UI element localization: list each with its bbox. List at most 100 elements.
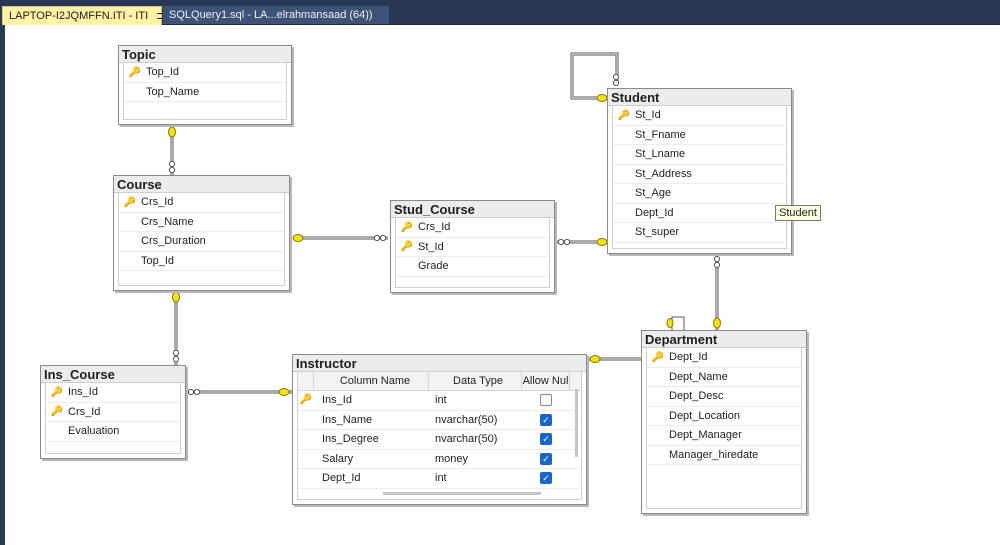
column-row[interactable]: St_Address bbox=[613, 165, 786, 184]
column-name: Dept_Location bbox=[669, 409, 740, 422]
column-row[interactable]: 🔑Ins_Id bbox=[46, 383, 180, 403]
column-row[interactable]: 🔑Top_Id bbox=[124, 63, 286, 83]
key-icon: 🔑 bbox=[50, 406, 64, 418]
table-department[interactable]: Department 🔑Dept_Id Dept_Name Dept_Desc … bbox=[641, 330, 807, 514]
column-row[interactable]: Dept_Id bbox=[613, 204, 786, 223]
tab-sql-query[interactable]: SQLQuery1.sql - LA...elrahmansaad (64)) bbox=[163, 6, 389, 24]
column-name: St_Address bbox=[635, 167, 692, 180]
key-icon: 🔑 bbox=[651, 351, 665, 363]
column-name: St_Age bbox=[635, 187, 672, 200]
key-icon: 🔑 bbox=[299, 394, 313, 406]
column-row[interactable]: St_Fname bbox=[613, 126, 786, 145]
allow-null-checkbox[interactable]: ✓ bbox=[540, 472, 552, 485]
column-name: Evaluation bbox=[68, 425, 120, 438]
column-type[interactable]: int bbox=[435, 472, 447, 485]
key-icon: 🔑 bbox=[128, 66, 142, 78]
table-title[interactable]: Ins_Course bbox=[41, 366, 185, 383]
column-row[interactable]: St_Age bbox=[613, 184, 786, 204]
key-end-icon bbox=[168, 126, 176, 138]
relationship-lines bbox=[168, 52, 721, 396]
table-student[interactable]: Student 🔑St_Id St_Fname St_Lname St_Addr… bbox=[607, 88, 792, 254]
column-name[interactable]: Salary bbox=[322, 452, 354, 465]
tab-diagram-label: LAPTOP-I2JQMFFN.ITI - ITI bbox=[9, 10, 149, 22]
grid-row[interactable]: Dept_Id int ✓ bbox=[298, 469, 581, 489]
column-row[interactable]: Dept_Location bbox=[647, 407, 801, 426]
column-name[interactable]: Ins_Id bbox=[322, 394, 352, 407]
column-row[interactable]: 🔑 Crs_Id bbox=[396, 218, 549, 238]
column-name[interactable]: Ins_Name bbox=[322, 413, 373, 426]
table-columns: 🔑 Crs_Id 🔑St_Id Grade bbox=[395, 217, 550, 288]
column-row[interactable]: Top_Name bbox=[124, 83, 286, 102]
column-type[interactable]: int bbox=[435, 394, 447, 407]
header-column-name[interactable]: Column Name bbox=[314, 372, 429, 390]
column-name: Top_Id bbox=[141, 254, 175, 267]
column-type[interactable]: nvarchar(50) bbox=[435, 413, 498, 426]
grid-row[interactable]: Ins_Degree nvarchar(50) ✓ bbox=[298, 430, 581, 450]
column-row[interactable]: St_Lname bbox=[613, 145, 786, 165]
column-row[interactable]: Evaluation bbox=[46, 422, 180, 442]
table-title[interactable]: Student bbox=[608, 89, 791, 106]
column-row[interactable]: 🔑 Crs_Id bbox=[46, 403, 180, 422]
column-name[interactable]: Ins_Degree bbox=[322, 433, 379, 446]
grid-header: Column Name Data Type Allow Nul bbox=[298, 372, 581, 391]
tab-diagram[interactable]: LAPTOP-I2JQMFFN.ITI - ITI ⊐ ✕ bbox=[2, 6, 182, 25]
vertical-scrollbar[interactable] bbox=[575, 389, 578, 457]
column-row[interactable]: Top_Id bbox=[119, 252, 284, 271]
key-icon: 🔑 bbox=[400, 221, 414, 233]
column-row[interactable]: Crs_Name bbox=[119, 213, 284, 232]
column-row[interactable]: Crs_Duration bbox=[119, 232, 284, 252]
column-row[interactable]: Dept_Name bbox=[647, 368, 801, 387]
column-name: Crs_Id bbox=[418, 221, 451, 234]
table-title[interactable]: Instructor bbox=[293, 355, 586, 372]
table-course[interactable]: Course 🔑Crs_Id Crs_Name Crs_Duration Top… bbox=[113, 175, 290, 291]
table-columns: 🔑Top_Id Top_Name bbox=[123, 62, 287, 120]
column-row[interactable]: 🔑St_Id bbox=[613, 106, 786, 126]
grid-row[interactable]: 🔑 Ins_Id int bbox=[298, 391, 581, 411]
allow-null-checkbox[interactable]: ✓ bbox=[540, 413, 552, 426]
table-stud-course[interactable]: Stud_Course 🔑 Crs_Id 🔑St_Id Grade bbox=[390, 200, 555, 293]
relationship-student-self[interactable] bbox=[572, 54, 617, 98]
column-name: Crs_Id bbox=[68, 405, 101, 418]
table-columns: 🔑St_Id St_Fname St_Lname St_Address St_A… bbox=[612, 105, 787, 249]
table-ins-course[interactable]: Ins_Course 🔑Ins_Id 🔑 Crs_Id Evaluation bbox=[40, 365, 186, 459]
table-title[interactable]: Topic bbox=[119, 46, 291, 63]
table-title[interactable]: Course bbox=[114, 176, 289, 193]
diagram-canvas[interactable]: Topic 🔑Top_Id Top_Name Course 🔑Crs_Id Cr… bbox=[5, 25, 1000, 545]
allow-null-checkbox[interactable]: ✓ bbox=[540, 433, 552, 446]
column-name: Manager_hiredate bbox=[669, 448, 759, 461]
column-row[interactable]: 🔑Dept_Id bbox=[647, 348, 801, 368]
key-icon: 🔑 bbox=[400, 241, 414, 253]
column-row[interactable]: Dept_Desc bbox=[647, 387, 801, 407]
tab-sql-query-label: SQLQuery1.sql - LA...elrahmansaad (64)) bbox=[169, 9, 373, 21]
column-row[interactable]: Dept_Manager bbox=[647, 426, 801, 446]
pin-icon[interactable]: ⊐ bbox=[156, 10, 165, 22]
header-data-type[interactable]: Data Type bbox=[429, 372, 522, 390]
table-columns: 🔑Crs_Id Crs_Name Crs_Duration Top_Id bbox=[118, 192, 285, 286]
key-icon: 🔑 bbox=[123, 196, 137, 208]
column-row[interactable]: St_super bbox=[613, 223, 786, 243]
column-name: Dept_Desc bbox=[669, 390, 724, 403]
column-name: Dept_Id bbox=[635, 206, 674, 219]
table-instructor[interactable]: Instructor Column Name Data Type Allow N… bbox=[292, 354, 587, 505]
grid-row[interactable]: Ins_Name nvarchar(50) ✓ bbox=[298, 411, 581, 430]
column-type[interactable]: money bbox=[435, 452, 469, 465]
column-row[interactable]: 🔑St_Id bbox=[396, 238, 549, 257]
left-border bbox=[0, 25, 5, 545]
grid-row[interactable]: Salary money ✓ bbox=[298, 450, 581, 469]
column-type[interactable]: nvarchar(50) bbox=[435, 433, 498, 446]
allow-null-checkbox[interactable] bbox=[540, 394, 552, 407]
relationship-department-self[interactable] bbox=[671, 316, 685, 330]
column-row[interactable]: Grade bbox=[396, 257, 549, 277]
table-topic[interactable]: Topic 🔑Top_Id Top_Name bbox=[118, 45, 292, 125]
table-title[interactable]: Stud_Course bbox=[391, 201, 554, 218]
table-title[interactable]: Department bbox=[642, 331, 806, 348]
key-icon: 🔑 bbox=[50, 386, 64, 398]
horizontal-scrollbar[interactable] bbox=[383, 492, 541, 495]
column-row[interactable]: Manager_hiredate bbox=[647, 446, 801, 465]
column-name: Dept_Name bbox=[669, 370, 728, 383]
header-allow-nulls[interactable]: Allow Nul bbox=[522, 372, 570, 390]
column-row[interactable]: 🔑Crs_Id bbox=[119, 193, 284, 213]
table-columns: 🔑Ins_Id 🔑 Crs_Id Evaluation bbox=[45, 382, 181, 454]
allow-null-checkbox[interactable]: ✓ bbox=[540, 452, 552, 465]
column-name[interactable]: Dept_Id bbox=[322, 472, 361, 485]
